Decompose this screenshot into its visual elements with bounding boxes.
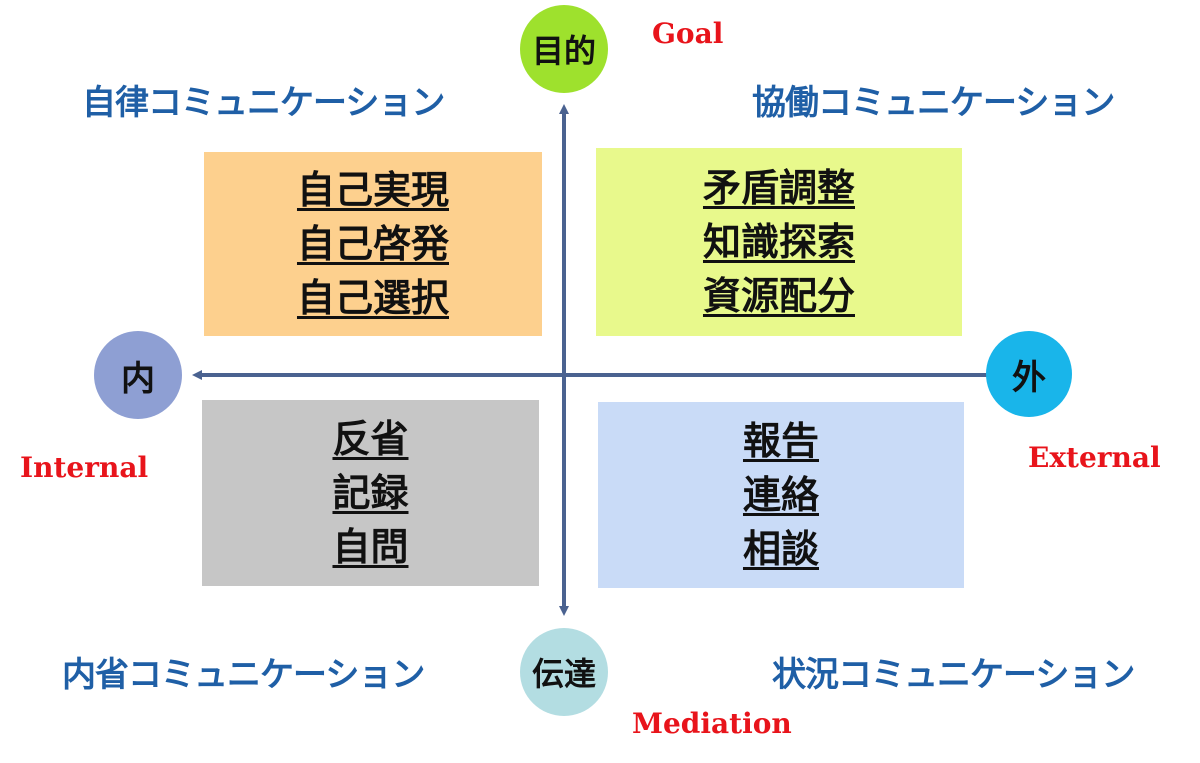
mediation-circle-label: 伝達 xyxy=(531,655,596,693)
top-left-item-2: 自己啓発 xyxy=(296,222,449,266)
bottom-left-item-2: 記録 xyxy=(332,471,409,515)
external-english-label: External xyxy=(1028,441,1161,474)
mediation-circle: 伝達 xyxy=(520,628,608,716)
top-left-item-1: 自己実現 xyxy=(296,168,449,212)
goal-circle-label: 目的 xyxy=(531,32,596,70)
top-left-item-3: 自己選択 xyxy=(296,276,449,320)
quadrant-title-bottom-right: 状況コミュニケーション xyxy=(772,655,1135,695)
quadrant-box-top-right: 矛盾調整 知識探索 資源配分 xyxy=(596,148,962,336)
bottom-left-item-3: 自問 xyxy=(332,525,409,569)
internal-english-label: Internal xyxy=(20,451,149,484)
bottom-right-item-3: 相談 xyxy=(742,527,819,571)
external-circle: 外 xyxy=(986,331,1072,417)
quadrant-title-top-left: 自律コミュニケーション xyxy=(82,83,445,123)
bottom-left-item-1: 反省 xyxy=(332,417,409,461)
top-right-item-3: 資源配分 xyxy=(702,274,855,318)
mediation-english-label: Mediation xyxy=(632,707,792,740)
quadrant-box-top-left: 自己実現 自己啓発 自己選択 xyxy=(204,152,542,336)
internal-circle-label: 内 xyxy=(121,358,155,399)
goal-circle: 目的 xyxy=(520,5,608,93)
goal-english-label: Goal xyxy=(652,17,724,50)
internal-circle: 内 xyxy=(94,331,182,419)
external-circle-label: 外 xyxy=(1012,357,1046,398)
quadrant-box-bottom-left: 反省 記録 自問 xyxy=(202,400,539,586)
bottom-right-item-1: 報告 xyxy=(742,419,819,463)
quadrant-box-bottom-right: 報告 連絡 相談 xyxy=(598,402,964,588)
quadrant-title-top-right: 協働コミュニケーション xyxy=(752,83,1115,123)
quadrant-title-bottom-left: 内省コミュニケーション xyxy=(62,655,425,695)
bottom-right-item-2: 連絡 xyxy=(742,473,819,517)
top-right-item-1: 矛盾調整 xyxy=(702,166,855,210)
top-right-item-2: 知識探索 xyxy=(702,220,855,264)
